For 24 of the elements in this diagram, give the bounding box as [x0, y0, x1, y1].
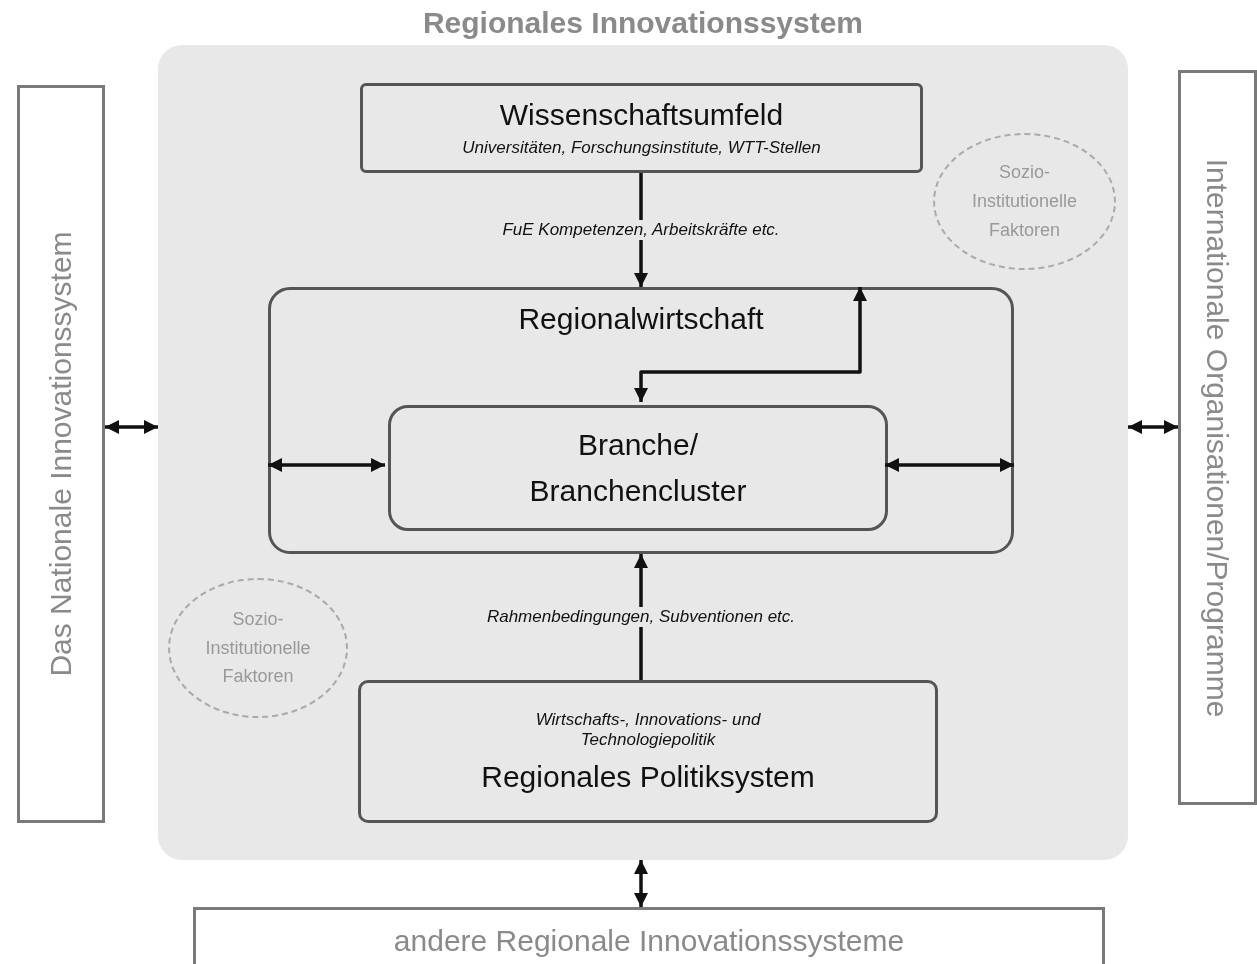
process-box [388, 405, 888, 531]
double-arrow [105, 420, 158, 434]
node-text: Regionales Politiksystem [481, 759, 815, 794]
panel-title: Regionales Innovationssystem [421, 6, 865, 40]
double-arrow [634, 287, 867, 402]
node-text: Sozio-Institutionelle Faktoren [204, 607, 312, 689]
node-text: Universitäten, Forschungsinstitute, WTT-Stellen [462, 138, 821, 158]
double-arrow [634, 860, 648, 907]
double-arrow [1128, 420, 1178, 434]
node-text: Wissenschaftsumfeld [499, 98, 784, 132]
side-box [17, 85, 105, 823]
node-text: andere Regionale Innovationssysteme [393, 924, 905, 958]
group-box [268, 287, 1014, 554]
node-text: Branche/ Branchencluster [528, 426, 748, 509]
node-text: Das Nationale Innovationssystem [44, 231, 78, 677]
double-arrow [268, 458, 385, 472]
side-box [1178, 70, 1257, 805]
side-box [193, 907, 1105, 964]
node-text: Sozio-Institutionelle Faktoren [970, 161, 1079, 242]
node-text: Wirtschafts-, Innovations- und Technologiepolitik [534, 709, 762, 750]
node-text: Internationale Organisationen/Programme [1200, 158, 1235, 717]
process-box [360, 83, 923, 173]
node-text: Regionalwirtschaft [518, 302, 764, 336]
process-box [358, 680, 938, 823]
